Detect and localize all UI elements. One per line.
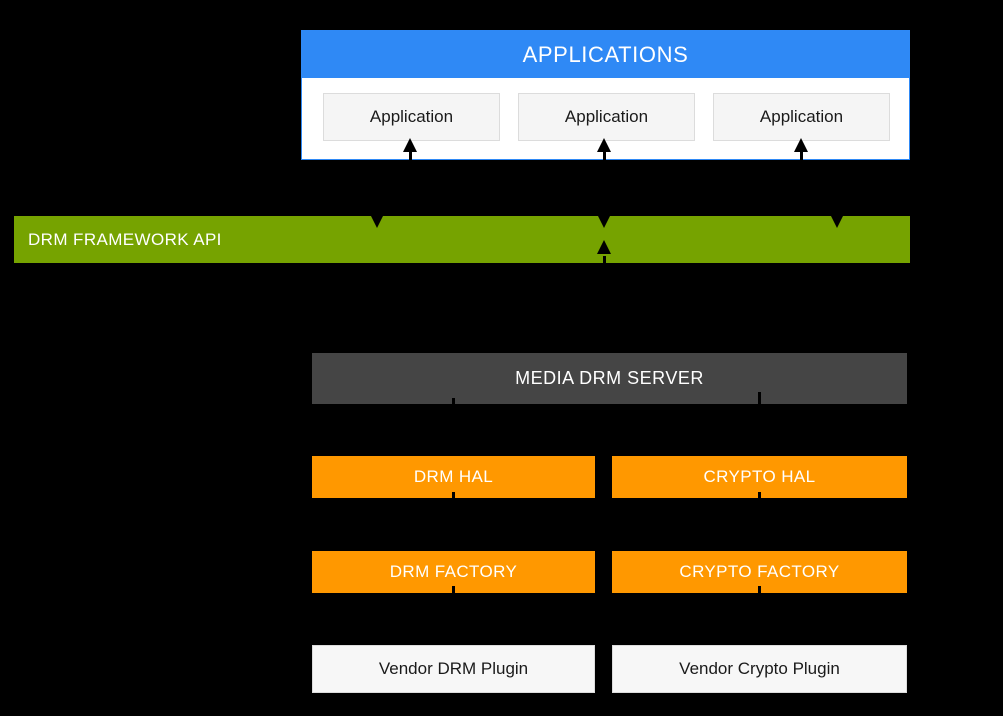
connector-crypto-hal-to-crypto-factory	[758, 492, 761, 554]
connector-server-to-drm-hal	[452, 398, 455, 458]
application-box-1-label: Application	[369, 107, 454, 126]
application-box-3-label: Application	[759, 107, 844, 126]
drm-hal-box: DRM HAL	[312, 456, 595, 498]
vendor-crypto-plugin-label: Vendor Crypto Plugin	[679, 659, 840, 678]
connector-drm-hal-to-drm-factory	[452, 492, 455, 554]
application-box-3[interactable]: Application	[713, 93, 890, 141]
connector-crypto-factory-to-vendor-crypto-plugin	[758, 586, 761, 646]
media-drm-server-layer: MEDIA DRM SERVER	[312, 353, 907, 404]
applications-header: APPLICATIONS	[302, 31, 909, 78]
applications-header-label: APPLICATIONS	[522, 41, 689, 67]
drm-framework-api-label: DRM FRAMEWORK API	[28, 229, 222, 249]
media-drm-server-label: MEDIA DRM SERVER	[515, 368, 704, 388]
drm-framework-api-layer: DRM FRAMEWORK API	[14, 216, 910, 263]
connector-drm-factory-to-vendor-drm-plugin	[452, 586, 455, 646]
application-box-1[interactable]: Application	[323, 93, 500, 141]
drm-factory-label: DRM FACTORY	[389, 562, 518, 581]
vendor-crypto-plugin-box: Vendor Crypto Plugin	[612, 645, 907, 693]
crypto-hal-box: CRYPTO HAL	[612, 456, 907, 498]
application-box-2-label: Application	[564, 107, 649, 126]
connector-server-to-crypto-hal	[758, 392, 761, 458]
crypto-hal-label: CRYPTO HAL	[703, 467, 816, 486]
crypto-factory-label: CRYPTO FACTORY	[679, 562, 840, 581]
vendor-drm-plugin-box: Vendor DRM Plugin	[312, 645, 595, 693]
application-box-2[interactable]: Application	[518, 93, 695, 141]
vendor-drm-plugin-label: Vendor DRM Plugin	[378, 659, 529, 678]
applications-layer: APPLICATIONS Application Application App…	[301, 30, 910, 160]
drm-hal-label: DRM HAL	[413, 467, 494, 486]
